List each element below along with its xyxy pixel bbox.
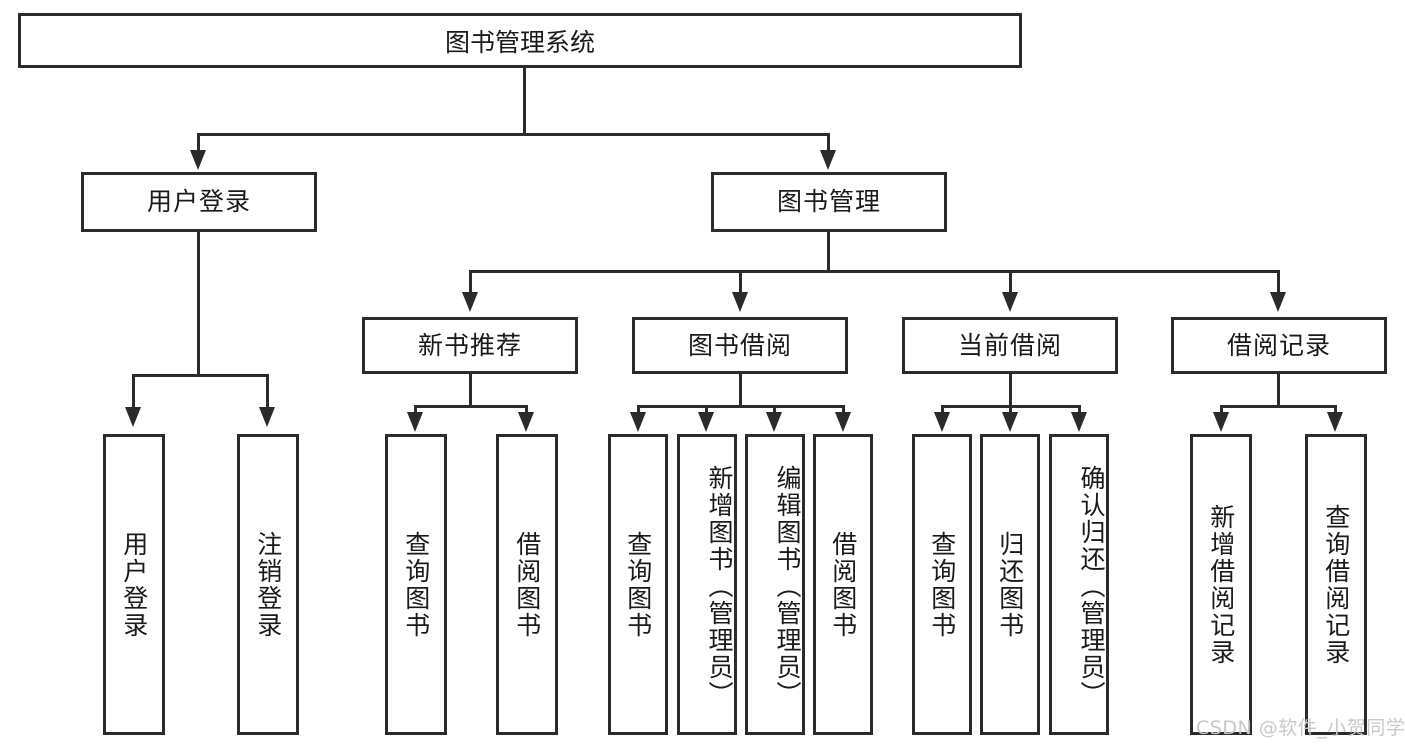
arrow-cb-leaf-2 xyxy=(1002,412,1018,432)
node-book-management[interactable]: 图书管理 xyxy=(711,172,947,232)
node-book-management-label: 图书管理 xyxy=(776,187,881,217)
watermark-text: CSDN @软件_小贺同学 xyxy=(1196,717,1405,739)
leaf-borrow-book-2[interactable]: 借阅图书 xyxy=(813,434,873,735)
edge-bb-rail xyxy=(637,405,845,408)
edge-bm-drop-4 xyxy=(1277,270,1280,294)
edge-root-to-book-management xyxy=(827,133,830,153)
leaf-add-book-label: 新增图书（管理员） xyxy=(705,465,734,708)
node-new-book-recommend[interactable]: 新书推荐 xyxy=(362,317,578,374)
node-current-borrow[interactable]: 当前借阅 xyxy=(902,317,1118,374)
leaf-query-book-1-label: 查询图书 xyxy=(401,530,431,639)
node-current-borrow-label: 当前借阅 xyxy=(957,330,1062,360)
edge-user-login-drop-2 xyxy=(266,374,269,410)
node-borrow-record-label: 借阅记录 xyxy=(1226,330,1331,360)
node-book-borrow[interactable]: 图书借阅 xyxy=(632,317,848,374)
edge-br-rail xyxy=(1220,405,1337,408)
edge-cb-stem xyxy=(1009,374,1012,408)
edge-user-login-drop-1 xyxy=(132,374,135,410)
leaf-edit-book[interactable]: 编辑图书（管理员） xyxy=(745,434,805,735)
edge-root-to-user-login xyxy=(197,133,200,153)
arrow-bm-to-current-borrow xyxy=(1002,292,1018,312)
leaf-return-book-label: 归还图书 xyxy=(995,530,1025,639)
arrow-bb-leaf-3 xyxy=(766,412,782,432)
leaf-confirm-return[interactable]: 确认归还（管理员） xyxy=(1049,434,1109,735)
arrow-cb-leaf-3 xyxy=(1071,412,1087,432)
leaf-borrow-book-2-label: 借阅图书 xyxy=(828,530,858,639)
arrow-root-to-book-management xyxy=(820,150,836,170)
edge-user-login-stem xyxy=(197,232,200,375)
edge-root-stem xyxy=(523,68,526,134)
arrow-br-leaf-2 xyxy=(1327,412,1343,432)
leaf-query-record-label: 查询借阅记录 xyxy=(1321,503,1351,666)
node-borrow-record[interactable]: 借阅记录 xyxy=(1171,317,1387,374)
leaf-query-book-3-label: 查询图书 xyxy=(927,530,957,639)
leaf-user-logout-label: 注销登录 xyxy=(253,530,283,639)
edge-book-management-rail xyxy=(469,270,1280,273)
edge-br-stem xyxy=(1277,374,1280,408)
leaf-user-logout[interactable]: 注销登录 xyxy=(237,434,299,735)
leaf-user-login-label: 用户登录 xyxy=(119,530,149,639)
arrow-user-login-leaf-1 xyxy=(125,407,141,427)
edge-nbr-stem xyxy=(469,374,472,408)
edge-bm-drop-1 xyxy=(469,270,472,294)
leaf-query-book-2-label: 查询图书 xyxy=(623,530,653,639)
edge-book-management-stem xyxy=(827,232,830,272)
leaf-query-book-1[interactable]: 查询图书 xyxy=(385,434,447,735)
node-user-login-label: 用户登录 xyxy=(146,187,251,217)
arrow-bm-to-new-book-recommend xyxy=(462,292,478,312)
leaf-add-book[interactable]: 新增图书（管理员） xyxy=(677,434,737,735)
node-root-label: 图书管理系统 xyxy=(444,27,595,57)
leaf-add-record[interactable]: 新增借阅记录 xyxy=(1190,434,1252,735)
arrow-bm-to-book-borrow xyxy=(732,292,748,312)
arrow-bm-to-borrow-record xyxy=(1270,292,1286,312)
edge-nbr-rail xyxy=(414,405,528,408)
leaf-add-record-label: 新增借阅记录 xyxy=(1206,503,1236,666)
arrow-bb-leaf-1 xyxy=(630,412,646,432)
node-root[interactable]: 图书管理系统 xyxy=(18,13,1022,68)
leaf-edit-book-label: 编辑图书（管理员） xyxy=(773,465,802,708)
edge-bm-drop-3 xyxy=(1009,270,1012,294)
edge-root-rail xyxy=(197,133,829,136)
arrow-nbr-leaf-2 xyxy=(518,412,534,432)
arrow-cb-leaf-1 xyxy=(934,412,950,432)
leaf-user-login[interactable]: 用户登录 xyxy=(103,434,165,735)
leaf-borrow-book-1[interactable]: 借阅图书 xyxy=(496,434,558,735)
node-book-borrow-label: 图书借阅 xyxy=(687,330,792,360)
leaf-borrow-book-1-label: 借阅图书 xyxy=(512,530,542,639)
node-new-book-recommend-label: 新书推荐 xyxy=(417,330,522,360)
leaf-query-record[interactable]: 查询借阅记录 xyxy=(1305,434,1367,735)
edge-user-login-rail xyxy=(132,374,269,377)
leaf-confirm-return-label: 确认归还（管理员） xyxy=(1077,465,1106,708)
leaf-query-book-2[interactable]: 查询图书 xyxy=(608,434,668,735)
leaf-query-book-3[interactable]: 查询图书 xyxy=(912,434,972,735)
leaf-return-book[interactable]: 归还图书 xyxy=(980,434,1040,735)
edge-bb-stem xyxy=(739,374,742,408)
edge-bm-drop-2 xyxy=(739,270,742,294)
arrow-root-to-user-login xyxy=(190,150,206,170)
arrow-br-leaf-1 xyxy=(1213,412,1229,432)
node-user-login[interactable]: 用户登录 xyxy=(81,172,317,232)
arrow-nbr-leaf-1 xyxy=(407,412,423,432)
arrow-bb-leaf-4 xyxy=(835,412,851,432)
arrow-bb-leaf-2 xyxy=(698,412,714,432)
arrow-user-login-leaf-2 xyxy=(259,407,275,427)
